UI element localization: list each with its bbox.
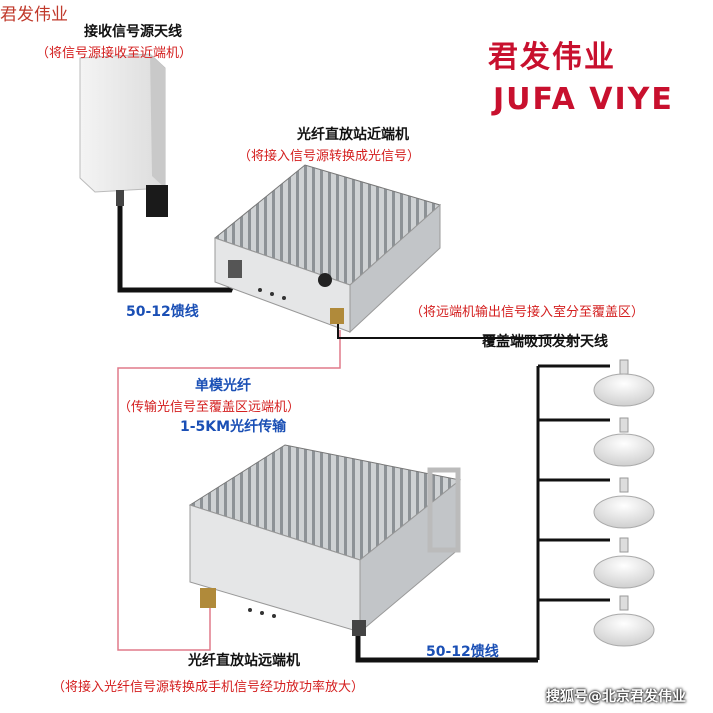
fiber-desc: （传输光信号至覆盖区远端机） (118, 400, 301, 415)
output-feeder (337, 324, 580, 339)
ceiling-antennas-title: 覆盖端吸顶发射天线 (482, 334, 608, 350)
watermark: 搜狐号@北京君发伟业 (546, 689, 686, 705)
brand-name-cn: 君发伟业 (488, 40, 616, 75)
panel-antenna-title: 接收信号源天线 (84, 24, 182, 40)
feeder-label-top: 50-12馈线 (126, 304, 199, 320)
ceiling-antenna-2 (593, 417, 655, 467)
far-unit-desc: （将接入光纤信号源转换成手机信号经功放功率放大） (52, 680, 365, 695)
fiber-link (117, 330, 341, 651)
near-unit-desc: （将接入信号源转换成光信号） (238, 149, 421, 164)
ceiling-antenna-4 (593, 537, 655, 589)
corner-label: 君发伟业 (0, 5, 68, 25)
panel-antenna-desc: （将信号源接收至近端机） (36, 46, 193, 61)
far-unit-title: 光纤直放站远端机 (188, 653, 300, 669)
near-unit-title: 光纤直放站近端机 (297, 127, 409, 143)
fiber-range: 1-5KM光纤传输 (180, 419, 287, 435)
output-note: （将远端机输出信号接入室分至覆盖区） (410, 305, 645, 320)
ceiling-antenna-3 (593, 477, 655, 529)
feeder-cable-bottom (355, 636, 538, 663)
brand-name-en: JUFA VIYE (493, 82, 674, 117)
distribution-cables (536, 364, 610, 660)
ceiling-antenna-1 (593, 359, 655, 407)
near-end-unit (213, 164, 442, 334)
far-end-unit (188, 444, 462, 636)
fiber-title: 单模光纤 (195, 378, 251, 394)
feeder-label-bottom: 50-12馈线 (426, 644, 499, 660)
panel-antenna (79, 53, 168, 217)
ceiling-antenna-5 (593, 595, 655, 647)
